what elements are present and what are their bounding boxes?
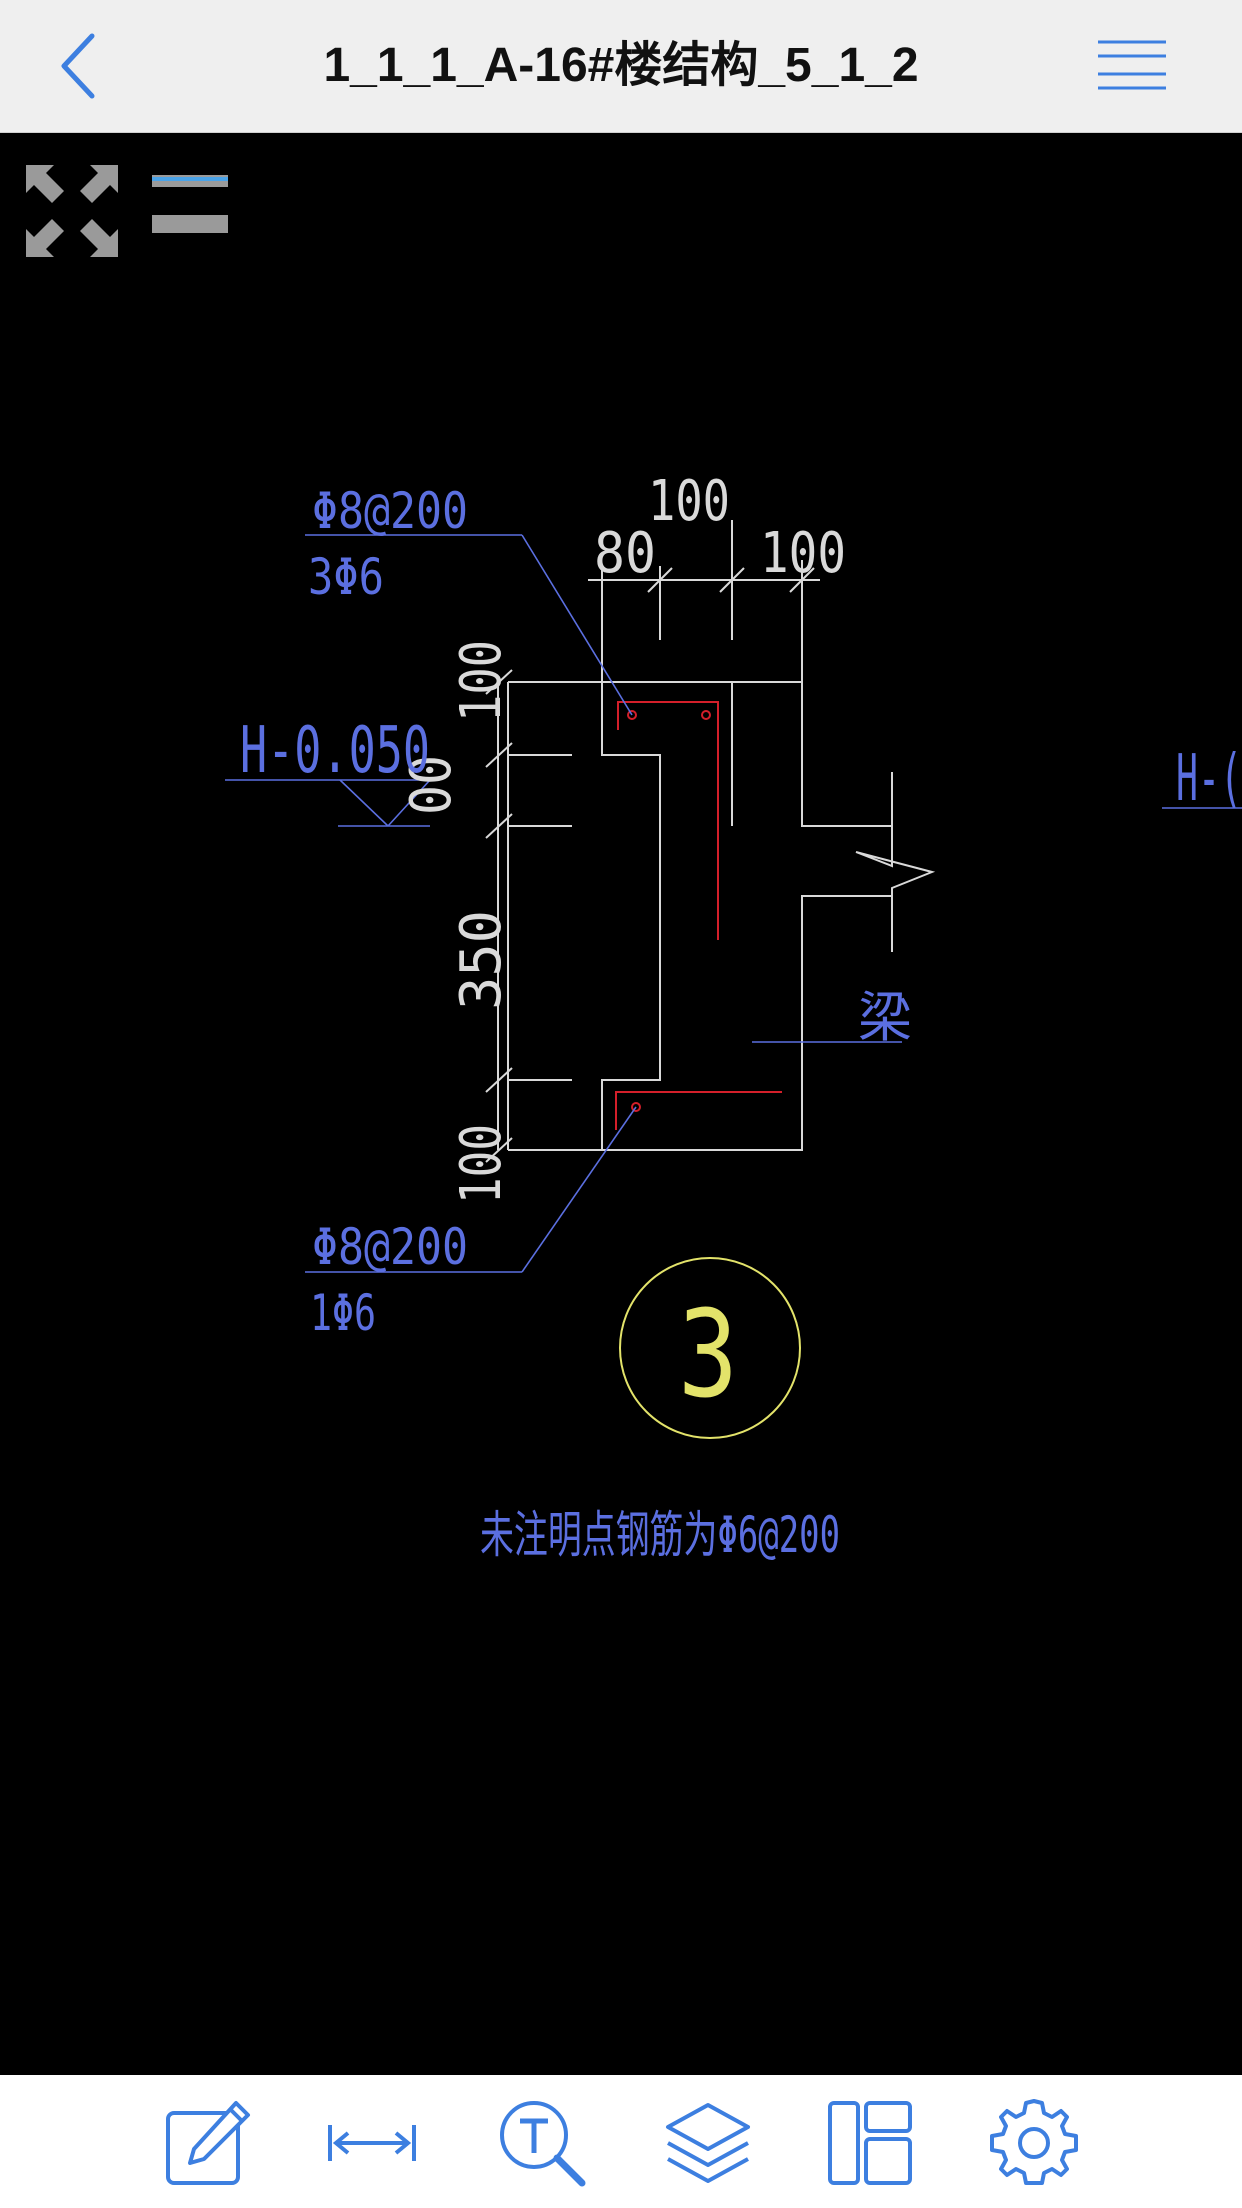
measure-icon	[328, 2125, 416, 2161]
menu-button[interactable]	[1090, 30, 1174, 102]
edit-button[interactable]	[160, 2095, 256, 2191]
detail-number: 3	[678, 1286, 738, 1425]
chevron-left-icon	[61, 33, 95, 99]
bottom-toolbar	[0, 2075, 1242, 2208]
page-title: 1_1_1_A-16#楼结构_5_1_2	[323, 39, 919, 92]
detail-callout-circle	[619, 1257, 801, 1439]
rebar-lines	[615, 701, 782, 1130]
dim-right-100: 100	[760, 521, 846, 586]
rebar-label-top-2: 3Φ6	[308, 548, 384, 606]
settings-icon	[990, 2099, 1078, 2185]
annotation-texts: 100 80 100 100 00 350 100 H-0.050 H-( Φ8…	[240, 469, 1242, 1564]
hamburger-menu-icon	[1098, 40, 1166, 90]
leader-lines	[225, 534, 1242, 1273]
cad-drawing: 100 80 100 100 00 350 100 H-0.050 H-( Φ8…	[225, 469, 1242, 1564]
dim-vertical-100-bottom: 100	[449, 1124, 514, 1204]
dim-80: 80	[594, 521, 656, 586]
layer-toggle-button[interactable]	[150, 171, 234, 241]
fullscreen-expand-icon	[26, 165, 118, 257]
text-search-button[interactable]	[494, 2095, 590, 2191]
back-button[interactable]	[52, 28, 116, 104]
layers-icon	[666, 2103, 750, 2183]
section-outline	[485, 520, 936, 1163]
fullscreen-button[interactable]	[24, 163, 120, 259]
measure-button[interactable]	[324, 2095, 420, 2191]
rebar-label-top-1: Φ8@200	[312, 482, 468, 540]
dim-vertical-100-top: 100	[449, 640, 514, 722]
dim-top-100: 100	[648, 469, 730, 534]
layers-button[interactable]	[660, 2095, 756, 2191]
layout-button[interactable]	[822, 2095, 918, 2191]
dim-vertical-00: 00	[399, 755, 464, 815]
top-bar: 1_1_1_A-16#楼结构_5_1_2	[0, 0, 1242, 133]
elevation-right: H-(	[1176, 742, 1242, 816]
layout-icon	[828, 2101, 912, 2185]
text-search-icon	[500, 2101, 586, 2187]
settings-button[interactable]	[986, 2095, 1082, 2191]
rebar-label-bottom-1: Φ8@200	[312, 1218, 468, 1276]
rebar-label-bottom-2: 1Φ6	[310, 1284, 376, 1342]
drawing-canvas[interactable]: 100 80 100 100 00 350 100 H-0.050 H-( Φ8…	[0, 133, 1242, 2075]
beam-label: 梁	[858, 986, 912, 1049]
dim-vertical-350: 350	[449, 910, 514, 1010]
edit-icon	[166, 2101, 250, 2185]
elevation-left: H-0.050	[240, 714, 430, 788]
general-note: 未注明点钢筋为Φ6@200	[480, 1506, 840, 1564]
layer-toggle-icon	[152, 175, 228, 233]
